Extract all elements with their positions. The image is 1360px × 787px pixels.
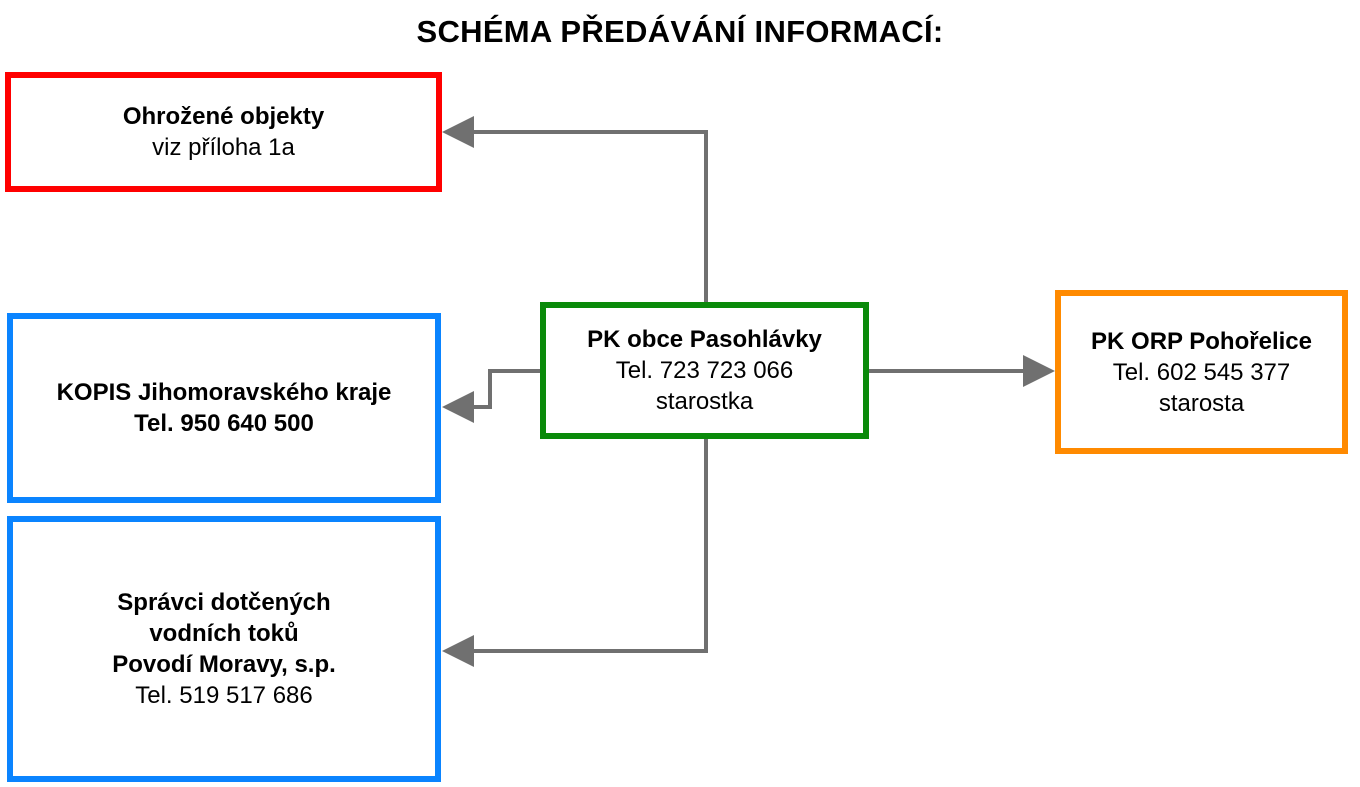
arrow-to-kopis [442,369,540,423]
kopis-phone: Tel. 950 640 500 [134,410,314,437]
orp-phone: Tel. 602 545 377 [1112,358,1291,386]
arrow-to-ohrozene [442,116,708,302]
spravci-subtitle: vodních toků [149,620,299,647]
kopis-title: KOPIS Jihomoravského kraje [56,379,392,406]
spravci-phone: Tel. 519 517 686 [135,682,313,709]
spravci-organization: Povodí Moravy, s.p. [112,651,336,678]
ohrozene-reference: viz příloha 1a [152,134,295,161]
orp-role: starosta [1158,389,1245,417]
pk-obce-phone: Tel. 723 723 066 [615,357,794,384]
orp-title: PK ORP Pohořelice [1091,327,1312,355]
pk-obce-title: PK obce Pasohlávky [587,326,822,353]
diagram-title: SCHÉMA PŘEDÁVÁNÍ INFORMACÍ: [416,14,944,49]
box-kopis: KOPIS Jihomoravského kraje Tel. 950 640 … [7,313,441,503]
spravci-title: Správci dotčených [117,589,331,616]
arrow-to-spravci [442,439,708,667]
ohrozene-title: Ohrožené objekty [122,103,325,130]
box-pk-orp-pohorelice: PK ORP Pohořelice Tel. 602 545 377 staro… [1055,290,1348,454]
box-ohrozene-objekty: Ohrožené objekty viz příloha 1a [5,72,442,192]
pk-obce-role: starostka [655,388,754,415]
box-spravci-toku: Správci dotčených vodních toků Povodí Mo… [7,516,441,782]
box-pk-obce-pasohlavky: PK obce Pasohlávky Tel. 723 723 066 star… [540,302,869,439]
